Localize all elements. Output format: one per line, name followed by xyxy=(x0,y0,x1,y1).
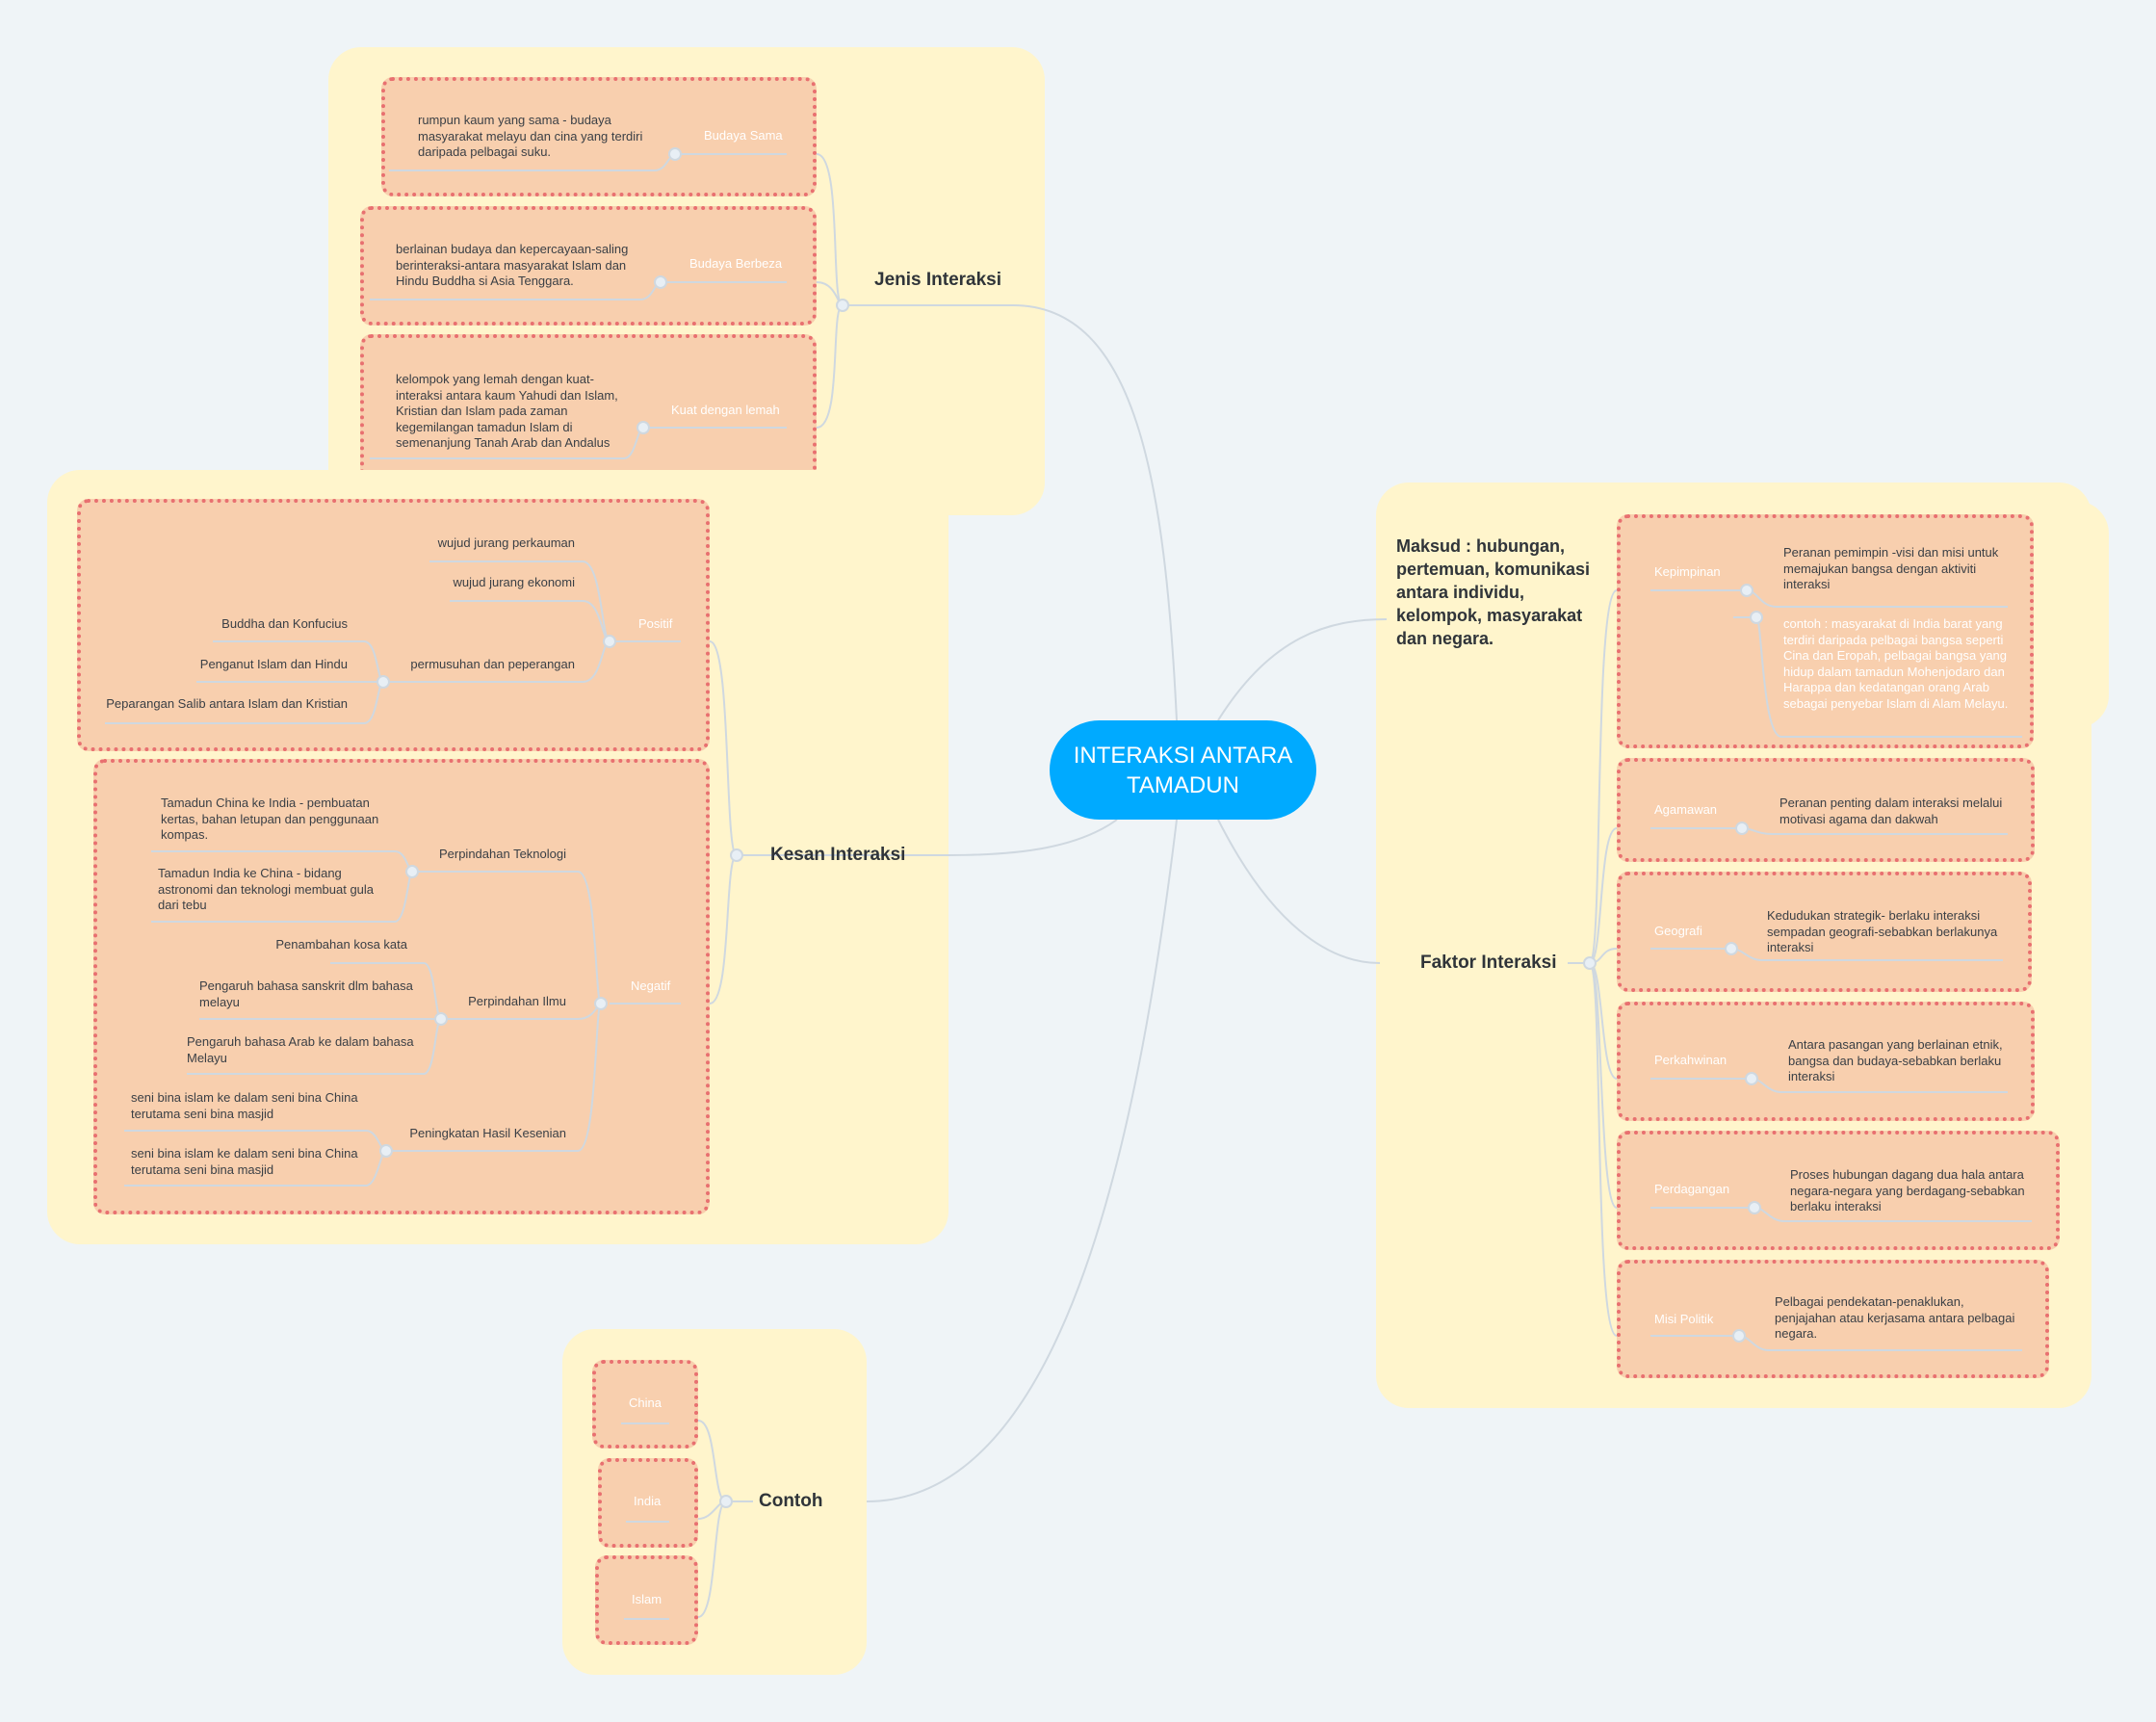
kesan-interaksi-topic[interactable]: Kesan Interaksi xyxy=(770,845,906,865)
positif-item[interactable]: wujud jurang ekonomi xyxy=(453,575,575,589)
negatif-box[interactable] xyxy=(93,759,710,1214)
contoh-item-india[interactable]: India xyxy=(634,1494,662,1508)
geografi-box[interactable] xyxy=(1617,872,2032,992)
positif-label[interactable]: Positif xyxy=(638,616,673,631)
budaya-berbeza-label[interactable]: Budaya Berbeza xyxy=(689,256,783,271)
misi-politik-desc: Pelbagai pendekatan-penaklukan, penjajah… xyxy=(1775,1294,2015,1341)
maksud-topic[interactable]: Maksud : hubungan, pertemuan, komunikasi… xyxy=(1396,536,1591,648)
kepimpinan-desc: Peranan pemimpin -visi dan misi untuk me… xyxy=(1783,545,1999,591)
positif-subitem[interactable]: Penganut Islam dan Hindu xyxy=(199,657,348,671)
positif-item[interactable]: wujud jurang perkauman xyxy=(437,535,575,550)
geografi-label[interactable]: Geografi xyxy=(1654,924,1702,938)
agamawan-box[interactable] xyxy=(1617,758,2035,862)
negatif-item[interactable]: Pengaruh bahasa Arab ke dalam bahasa Mel… xyxy=(187,1034,414,1065)
negatif-group-label[interactable]: Perpindahan Ilmu xyxy=(468,994,566,1008)
central-topic[interactable]: INTERAKSI ANTARA TAMADUN xyxy=(1050,720,1316,820)
negatif-group-label[interactable]: Perpindahan Teknologi xyxy=(438,847,566,861)
contoh-item-islam[interactable]: Islam xyxy=(632,1592,662,1606)
negatif-label[interactable]: Negatif xyxy=(631,978,671,993)
positif-subitem[interactable]: Peparangan Salib antara Islam dan Kristi… xyxy=(106,696,348,711)
perdagangan-label[interactable]: Perdagangan xyxy=(1654,1182,1730,1196)
perkahwinan-label[interactable]: Perkahwinan xyxy=(1654,1053,1727,1067)
faktor-interaksi-topic[interactable]: Faktor Interaksi xyxy=(1420,952,1557,973)
negatif-item[interactable]: Tamadun India ke China - bidang astronom… xyxy=(158,866,375,912)
negatif-item[interactable]: seni bina islam ke dalam seni bina China… xyxy=(131,1090,358,1121)
negatif-item[interactable]: Tamadun China ke India - pembuatan kerta… xyxy=(161,796,379,842)
kepimpinan-box[interactable] xyxy=(1617,514,2034,748)
misi-politik-label[interactable]: Misi Politik xyxy=(1654,1312,1714,1326)
misi-politik-box[interactable] xyxy=(1617,1260,2049,1378)
central-topic-label: INTERAKSI ANTARA TAMADUN xyxy=(1073,742,1293,798)
perdagangan-box[interactable] xyxy=(1617,1131,2060,1250)
perdagangan-desc: Proses hubungan dagang dua hala antara n… xyxy=(1790,1167,2025,1213)
budaya-berbeza-desc: berlainan budaya dan kepercayaan-saling … xyxy=(396,242,629,288)
negatif-item[interactable]: Penambahan kosa kata xyxy=(275,937,407,952)
budaya-sama-box[interactable] xyxy=(381,77,817,196)
kuat-lemah-desc: kelompok yang lemah dengan kuat-interaks… xyxy=(396,372,618,450)
china-box[interactable] xyxy=(592,1360,698,1448)
perkahwinan-box[interactable] xyxy=(1617,1002,2035,1121)
india-box[interactable] xyxy=(598,1458,698,1548)
jenis-interaksi-topic[interactable]: Jenis Interaksi xyxy=(874,270,1002,290)
contoh-topic[interactable]: Contoh xyxy=(759,1491,823,1511)
negatif-item[interactable]: seni bina islam ke dalam seni bina China… xyxy=(131,1146,358,1177)
kuat-lemah-label[interactable]: Kuat dengan lemah xyxy=(671,403,780,417)
agamawan-desc: Peranan penting dalam interaksi melalui … xyxy=(1779,796,2003,826)
kepimpinan-label[interactable]: Kepimpinan xyxy=(1654,564,1721,579)
negatif-item[interactable]: Pengaruh bahasa sanskrit dlm bahasa mela… xyxy=(199,978,413,1009)
contoh-item-china[interactable]: China xyxy=(629,1396,662,1410)
budaya-sama-desc: rumpun kaum yang sama - budaya masyaraka… xyxy=(418,113,643,159)
islam-box[interactable] xyxy=(595,1555,698,1645)
budaya-sama-label[interactable]: Budaya Sama xyxy=(704,128,783,143)
positif-item[interactable]: permusuhan dan peperangan xyxy=(410,657,575,671)
negatif-group-label[interactable]: Peningkatan Hasil Kesenian xyxy=(409,1126,566,1140)
perkahwinan-desc: Antara pasangan yang berlainan etnik, ba… xyxy=(1788,1037,2003,1083)
positif-subitem[interactable]: Buddha dan Konfucius xyxy=(221,616,348,631)
geografi-desc: Kedudukan strategik- berlaku interaksi s… xyxy=(1767,908,1998,954)
kepimpinan-example: contoh : masyarakat di India barat yang … xyxy=(1783,616,2009,711)
agamawan-label[interactable]: Agamawan xyxy=(1654,802,1718,817)
budaya-berbeza-box[interactable] xyxy=(360,206,817,326)
